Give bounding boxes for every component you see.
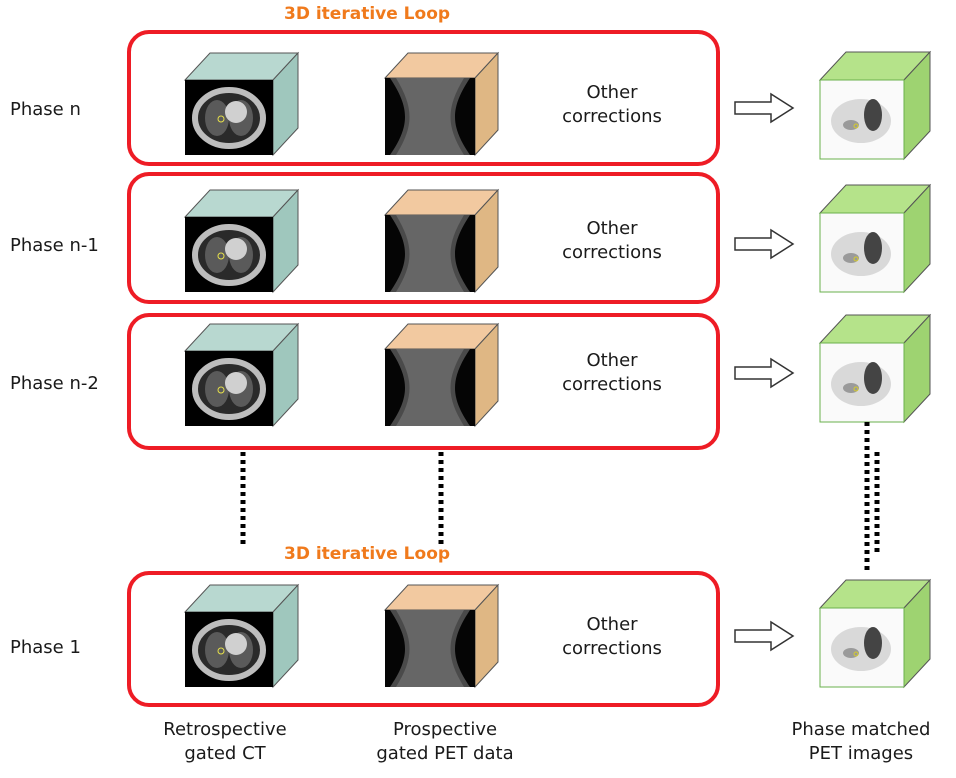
pet-image-cube-phase-n-2 [818, 313, 932, 424]
pet-data-cube-phase-n-2 [383, 322, 500, 428]
pet-data-cube-phase-n-1 [383, 188, 500, 294]
pet-data-cube-phase-1 [383, 583, 500, 689]
loop-title-bottom: 3D iterative Loop [284, 544, 451, 564]
loop-box-phase-1 [127, 571, 720, 707]
ct-cube-phase-n-1 [183, 188, 300, 294]
phase-label: Phase n [10, 99, 81, 120]
ellipsis-dotted-line [240, 452, 246, 548]
ellipsis-dotted-line [438, 452, 444, 548]
pet-data-cube-phase-n [383, 51, 500, 157]
phase-label: Phase 1 [10, 637, 81, 658]
arrow-right-icon [734, 92, 795, 124]
loop-title-top: 3D iterative Loop [284, 4, 451, 24]
arrow-right-icon [734, 228, 795, 260]
phase-label: Phase n-1 [10, 235, 99, 256]
ct-cube-phase-n [183, 51, 300, 157]
ct-cube-phase-1 [183, 583, 300, 689]
loop-box-phase-n-1 [127, 172, 720, 304]
arrow-right-icon [734, 620, 795, 652]
pet-image-cube-phase-1 [818, 578, 932, 689]
pet-image-cube-phase-n [818, 50, 932, 161]
ellipsis-dotted-line [864, 422, 880, 572]
phase-label: Phase n-2 [10, 373, 99, 394]
loop-box-phase-n [127, 30, 720, 166]
loop-box-phase-n-2 [127, 313, 720, 450]
arrow-right-icon [734, 357, 795, 389]
pet-image-cube-phase-n-1 [818, 183, 932, 294]
ct-cube-phase-n-2 [183, 322, 300, 428]
